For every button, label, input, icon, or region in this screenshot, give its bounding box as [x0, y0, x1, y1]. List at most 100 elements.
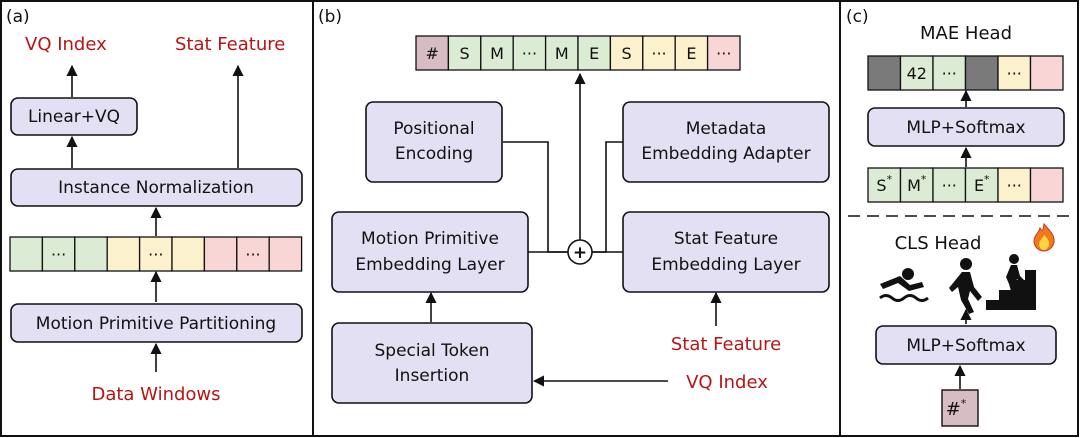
- special-token-insertion-line2: Insertion: [395, 366, 470, 386]
- token-cell-label: ···: [942, 176, 957, 195]
- instance-normalization-box: [10, 168, 303, 207]
- special-token-insertion-line1: Special Token: [374, 341, 489, 361]
- token-sequence-output: # S M ··· M E S ··· E ···: [415, 35, 741, 71]
- token-cell: [997, 167, 1032, 203]
- stat-feature-embedding-layer-line2: Embedding Layer: [651, 255, 800, 275]
- panel-c-label: (c): [846, 7, 869, 27]
- token-cell-label: S: [460, 44, 470, 63]
- token-cell-label: ···: [651, 44, 666, 63]
- token-cell: [1029, 55, 1064, 91]
- mlp-softmax-bottom-box: [875, 325, 1057, 365]
- stairs-climber-icon: [986, 254, 1036, 310]
- token-cell: [138, 236, 173, 272]
- panel-b: (b) # S M ··· M E S ··· E ··· Positional Encoding…: [318, 7, 830, 404]
- connector-line: [592, 141, 623, 253]
- token-cell: [9, 236, 44, 272]
- cls-head-title: CLS Head: [895, 233, 982, 254]
- token-cell: [706, 35, 741, 71]
- token-cell: [642, 35, 676, 71]
- swimmer-icon: [879, 268, 929, 302]
- token-cell-label: ···: [522, 44, 537, 63]
- linear-vq-label: Linear+VQ: [28, 107, 120, 127]
- data-window-cells: ··· ··· ···: [9, 236, 303, 272]
- mae-output-cells: 42 ··· ···: [867, 55, 1064, 91]
- motion-primitive-embedding-layer-line1: Motion Primitive: [361, 229, 499, 249]
- token-cell-label: M: [490, 44, 504, 63]
- token-cell-label: E: [589, 44, 599, 63]
- mae-head-title: MAE Head: [920, 23, 1012, 44]
- stat-feature-embedding-layer-line1: Stat Feature: [674, 229, 778, 249]
- token-cell-label: E*: [974, 173, 990, 195]
- positional-encoding-box: [365, 101, 503, 183]
- token-cell: [899, 55, 934, 91]
- token-cell: [867, 55, 902, 91]
- token-cell: [997, 55, 1032, 91]
- token-cell: [203, 236, 238, 272]
- add-operator-circle: [567, 239, 593, 265]
- token-cell: [74, 236, 108, 272]
- token-cell-label: ···: [716, 44, 731, 63]
- panel-a-label: (a): [6, 7, 30, 27]
- panel-c-frame: [839, 0, 1079, 437]
- metadata-embedding-adapter-line2: Embedding Adapter: [641, 144, 810, 164]
- token-cell-label: S*: [876, 173, 892, 195]
- linear-vq-box: [10, 97, 138, 136]
- data-windows-input-label: Data Windows: [91, 384, 220, 405]
- token-cell-label: S: [622, 44, 632, 63]
- token-cell-label: M*: [907, 173, 927, 195]
- panel-b-label: (b): [318, 7, 342, 27]
- token-cell: [106, 236, 141, 272]
- token-cell: [1029, 167, 1064, 203]
- vq-index-input-label: VQ Index: [686, 372, 768, 393]
- masked-token-cells: S* M* ··· E* ···: [867, 167, 1064, 203]
- panel-a-frame: [0, 0, 314, 437]
- add-operator-symbol: +: [573, 243, 587, 263]
- token-cell: [932, 167, 967, 203]
- positional-encoding-line2: Encoding: [395, 144, 473, 164]
- fire-icon: [1033, 222, 1055, 252]
- token-cell-label: ···: [942, 64, 957, 83]
- cls-token-cell: [941, 389, 979, 427]
- token-cell: [544, 35, 579, 71]
- token-cell-label: ···: [51, 245, 66, 264]
- token-cell: [512, 35, 547, 71]
- token-cell-label: ···: [1007, 176, 1022, 195]
- token-cell: [447, 35, 482, 71]
- token-cell-label: ···: [245, 245, 260, 264]
- panel-c: (c) MAE Head 42 ··· ··· MLP+Softmax S* M* ··…: [846, 7, 1070, 427]
- walker-icon: [949, 258, 982, 314]
- token-cell-label: 42: [907, 64, 927, 83]
- motion-primitive-partitioning-box: [10, 303, 303, 343]
- stat-feature-output-label: Stat Feature: [175, 34, 285, 55]
- instance-normalization-label: Instance Normalization: [58, 178, 254, 198]
- mlp-softmax-top-label: MLP+Softmax: [906, 118, 1025, 138]
- token-cell: [899, 167, 934, 203]
- token-cell-label: #: [425, 44, 438, 63]
- motion-primitive-embedding-layer-line2: Embedding Layer: [355, 255, 504, 275]
- token-cell: [964, 167, 999, 203]
- token-cell: [268, 236, 303, 272]
- motion-primitive-embedding-layer-box: [331, 211, 529, 293]
- mlp-softmax-bottom-label: MLP+Softmax: [906, 336, 1025, 356]
- token-cell: [415, 35, 450, 71]
- special-token-insertion-box: [331, 322, 533, 404]
- mlp-softmax-top-box: [867, 107, 1065, 147]
- metadata-embedding-adapter-box: [622, 101, 830, 183]
- stat-feature-input-label: Stat Feature: [671, 334, 781, 355]
- token-cell-label: M: [555, 44, 569, 63]
- metadata-embedding-adapter-line1: Metadata: [686, 119, 767, 139]
- cls-token-label: #*: [946, 397, 967, 420]
- token-cell-label: E: [686, 44, 696, 63]
- token-cell: [964, 55, 999, 91]
- token-cell: [577, 35, 612, 71]
- positional-encoding-line1: Positional: [393, 119, 474, 139]
- token-cell: [932, 55, 967, 91]
- motion-primitive-partitioning-label: Motion Primitive Partitioning: [36, 314, 276, 334]
- token-cell-label: ···: [148, 245, 163, 264]
- token-cell: [236, 236, 270, 272]
- panel-a: (a) VQ Index Stat Feature Linear+VQ Inst…: [6, 7, 303, 405]
- token-cell-label: ···: [1007, 64, 1022, 83]
- stat-feature-embedding-layer-box: [622, 211, 830, 293]
- vq-index-output-label: VQ Index: [25, 34, 107, 55]
